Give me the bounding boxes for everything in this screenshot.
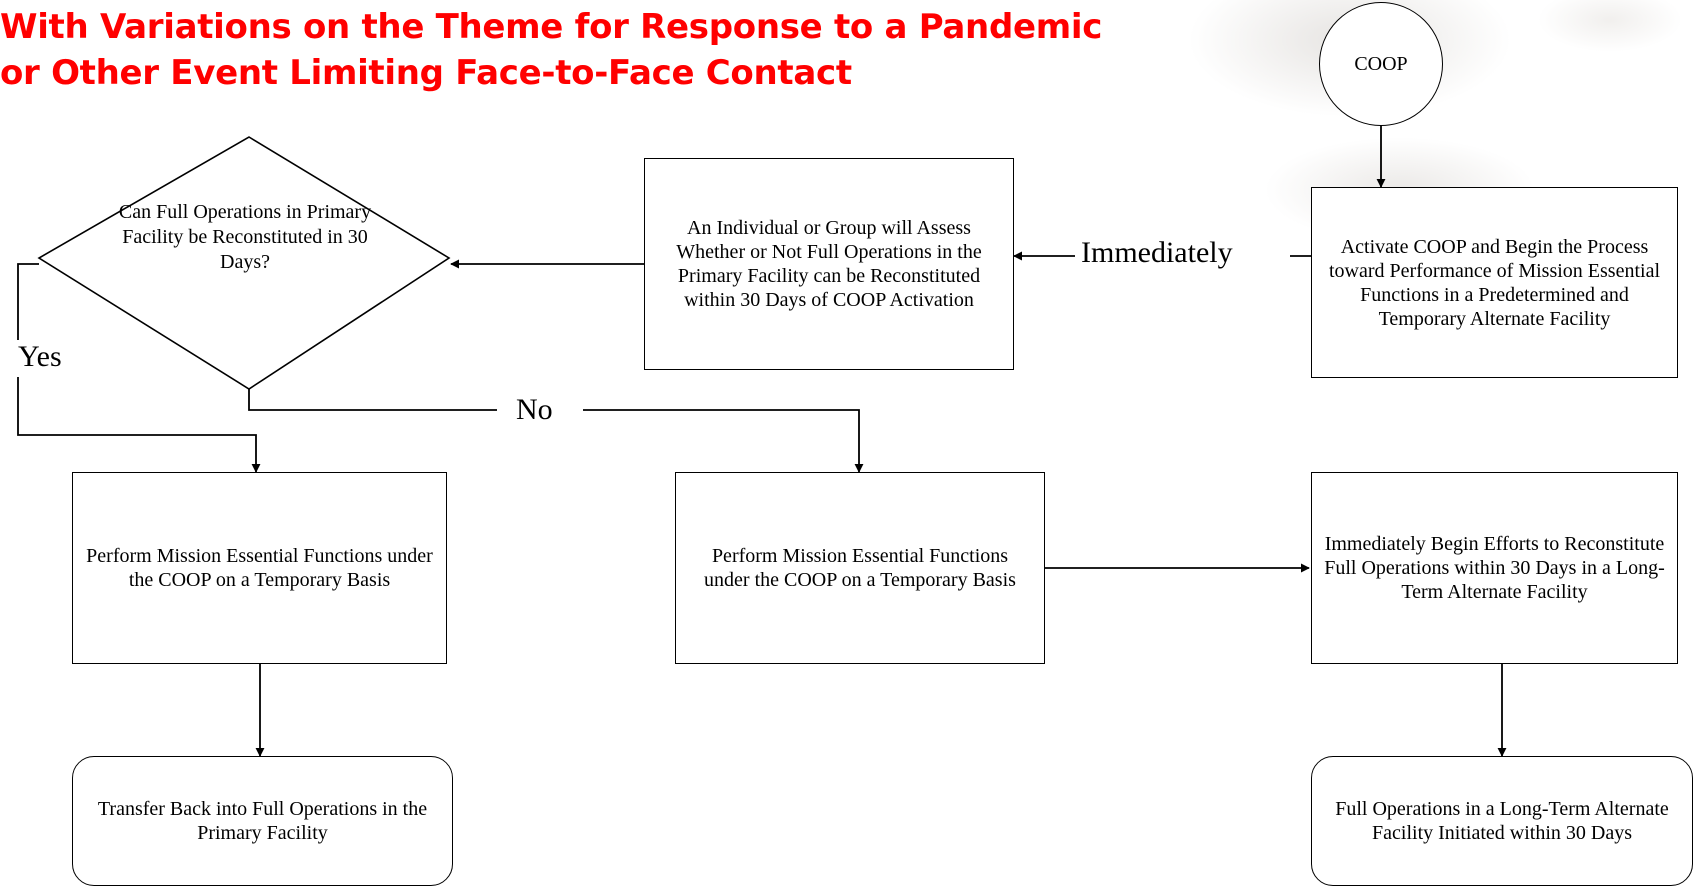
page-title: With Variations on the Theme for Respons… xyxy=(0,4,1260,96)
edge-decision-yes xyxy=(17,263,39,340)
perform-no-text: Perform Mission Essential Functions unde… xyxy=(704,545,1016,591)
full-operations-terminal: Full Operations in a Long-Term Alternate… xyxy=(1311,756,1693,886)
coop-label: COOP xyxy=(1354,52,1408,75)
title-line-2: or Other Event Limiting Face-to-Face Con… xyxy=(0,53,852,93)
assess-text: An Individual or Group will Assess Wheth… xyxy=(676,217,982,311)
perform-yes-box: Perform Mission Essential Functions unde… xyxy=(72,472,447,664)
edge-label-yes: Yes xyxy=(12,340,68,374)
title-line-1: With Variations on the Theme for Respons… xyxy=(0,7,1103,47)
reconstitute-box: Immediately Begin Efforts to Reconstitut… xyxy=(1311,472,1678,664)
edge-decision-no xyxy=(248,389,497,411)
edge-label-immediately: Immediately xyxy=(1075,236,1239,270)
activate-coop-text: Activate COOP and Begin the Process towa… xyxy=(1328,235,1661,330)
edge-label-no: No xyxy=(510,393,559,427)
transfer-back-text: Transfer Back into Full Operations in th… xyxy=(97,798,428,844)
full-operations-text: Full Operations in a Long-Term Alternate… xyxy=(1335,798,1669,844)
edge-yes-to-perform xyxy=(17,377,261,473)
decision-text: Can Full Operations in Primary Facility … xyxy=(118,201,372,273)
activate-coop-box: Activate COOP and Begin the Process towa… xyxy=(1311,187,1678,378)
assess-box: An Individual or Group will Assess Wheth… xyxy=(644,158,1014,370)
coop-start-node: COOP xyxy=(1319,2,1443,126)
transfer-back-terminal: Transfer Back into Full Operations in th… xyxy=(72,756,453,886)
perform-yes-text: Perform Mission Essential Functions unde… xyxy=(86,545,433,591)
reconstitute-text: Immediately Begin Efforts to Reconstitut… xyxy=(1324,533,1665,603)
edge-no-to-perform xyxy=(583,409,864,473)
perform-no-box: Perform Mission Essential Functions unde… xyxy=(675,472,1045,664)
